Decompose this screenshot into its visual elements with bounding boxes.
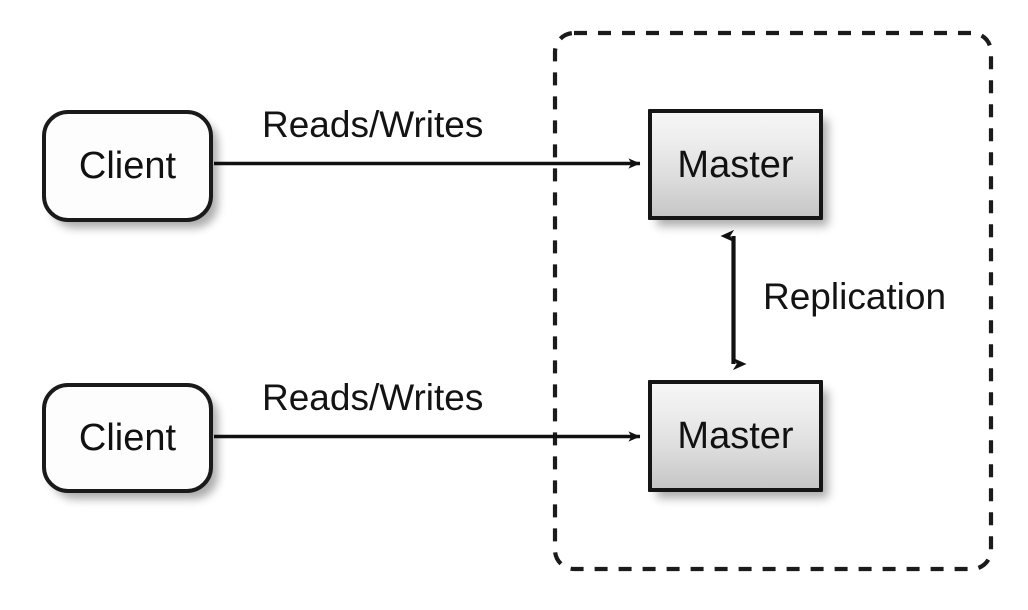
node-client-bottom-label: Client <box>78 417 177 459</box>
node-client-top[interactable]: Client <box>42 110 213 222</box>
edge-label-replication: Replication <box>763 276 947 317</box>
node-master-top[interactable]: Master <box>648 109 823 220</box>
node-client-bottom[interactable]: Client <box>42 383 213 493</box>
node-master-bottom-label: Master <box>677 415 794 457</box>
node-client-top-label: Client <box>78 145 177 187</box>
node-master-top-label: Master <box>677 143 794 186</box>
node-master-bottom[interactable]: Master <box>648 380 823 492</box>
replication-cluster-border <box>552 30 994 572</box>
edge-label-reads-writes-top: Reads/Writes <box>262 104 484 145</box>
edge-label-reads-writes-bottom: Reads/Writes <box>262 377 484 418</box>
